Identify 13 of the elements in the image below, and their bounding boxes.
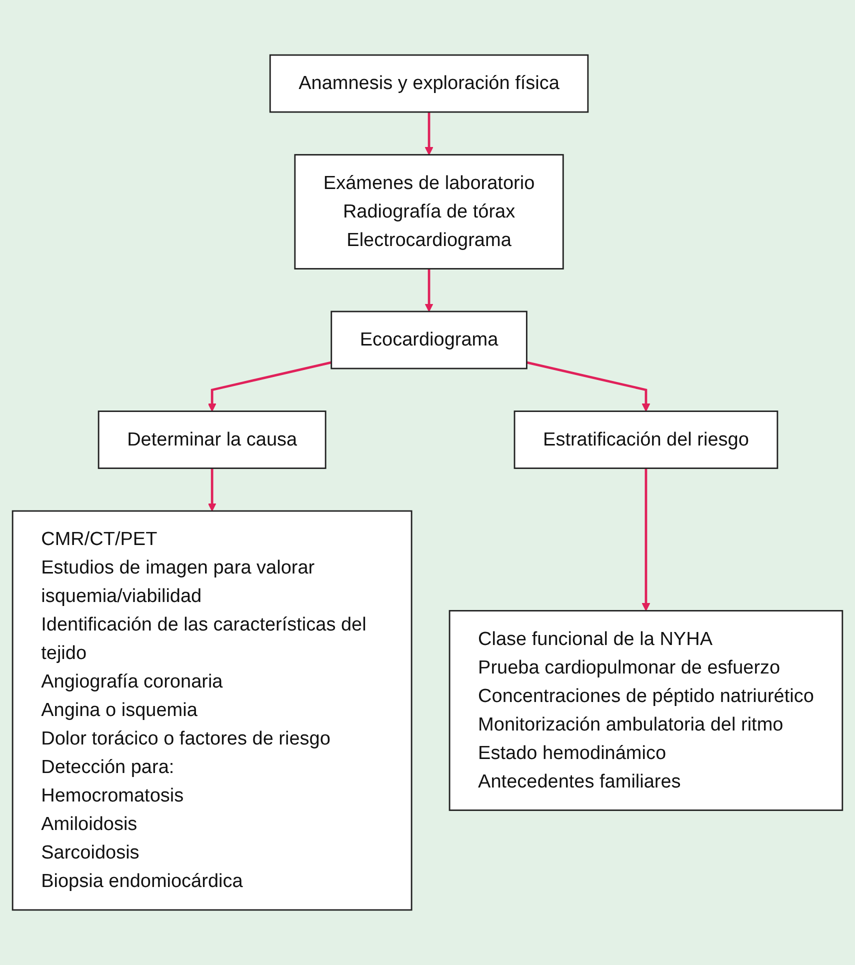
arrow bbox=[424, 268, 434, 312]
arrow bbox=[208, 361, 332, 412]
arrow bbox=[526, 361, 650, 412]
arrow bbox=[208, 468, 216, 512]
node-box: CMR/CT/PET Estudios de imagen para valorar isquemia/viabilidad Identificación de las características del tejido Angiografía coronaria Angina o isquemia Dolor torácico o factores de riesgo Detección para: Hemocromatosis Amiloidosis Sarcoidosis Biopsia endomiocárdica bbox=[12, 510, 412, 911]
node-box: Estratificación del riesgo bbox=[514, 410, 778, 469]
node-box: Determinar la causa bbox=[98, 410, 326, 469]
node-box: Anamnesis y exploración física bbox=[269, 54, 589, 113]
arrow bbox=[424, 112, 434, 156]
arrow bbox=[642, 468, 650, 612]
node-box: Ecocardiograma bbox=[330, 310, 528, 370]
node-box: Clase funcional de la NYHA Prueba cardiopulmonar de esfuerzo Concentraciones de péptido natriurético Monitorización ambulatoria del ritmo Estado hemodinámico Antecedentes familiares bbox=[448, 610, 844, 811]
node-box: Exámenes de laboratorio Radiografía de tórax Electrocardiograma bbox=[294, 154, 564, 270]
